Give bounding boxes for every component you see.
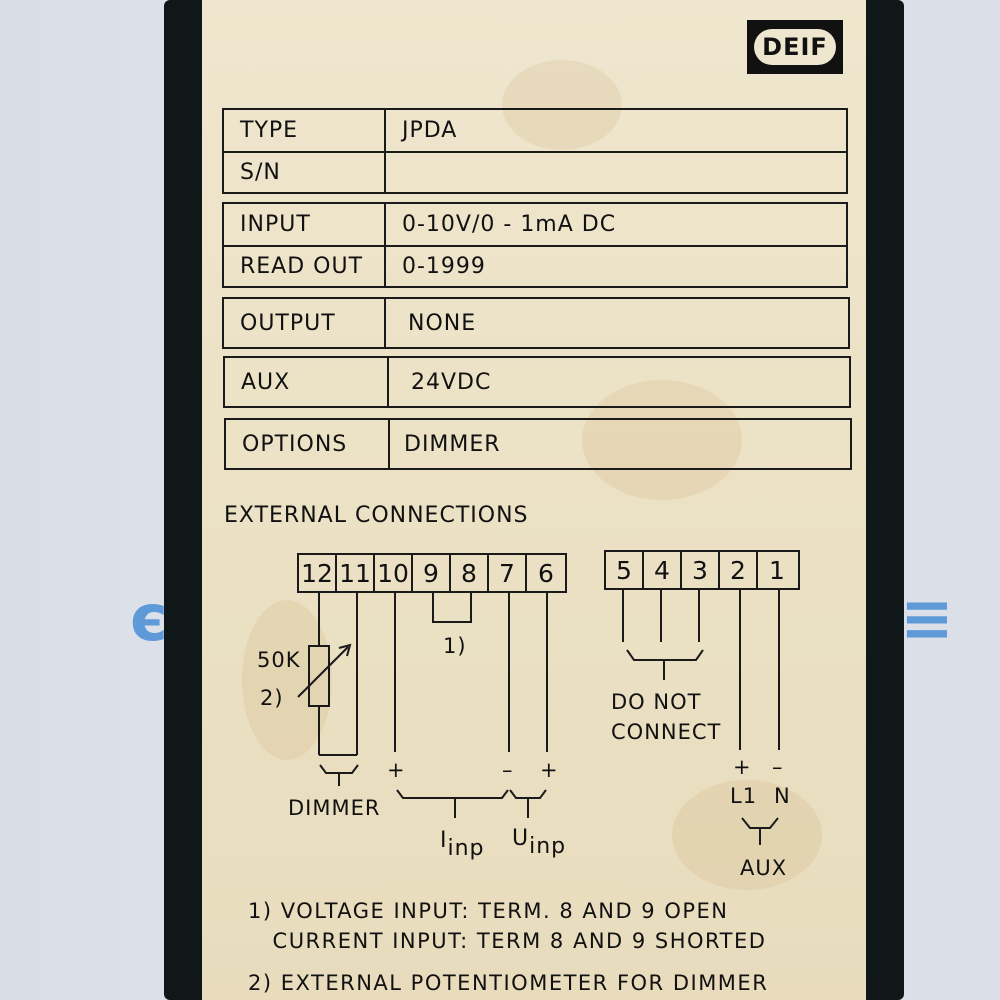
- voltage-input-label: Uinp: [512, 826, 566, 859]
- pot-value-label: 50K: [257, 648, 301, 672]
- background-mark-left: є: [130, 582, 168, 656]
- terminal-10: 10: [375, 555, 413, 591]
- aux-label: AUX: [241, 369, 291, 395]
- iinp-main: I: [440, 828, 448, 853]
- plus-terminal-2: +: [733, 755, 752, 779]
- logo-text: DEIF: [754, 29, 836, 65]
- wiring-diagram: [297, 590, 780, 845]
- background-mark-right: ≡: [900, 582, 954, 656]
- spec-box-aux: AUX 24VDC: [223, 356, 851, 408]
- aux-value: 24VDC: [411, 369, 492, 395]
- terminal-4: 4: [644, 552, 682, 588]
- current-input-label: Iinp: [440, 828, 485, 861]
- footnotes: 1) VOLTAGE INPUT: TERM. 8 AND 9 OPEN CUR…: [248, 896, 768, 998]
- note-ref-1: 1): [443, 634, 467, 658]
- potentiometer-arrow: [297, 646, 349, 698]
- spec-box-type: TYPE JPDA S/N: [222, 108, 848, 194]
- minus-terminal-7: –: [502, 758, 514, 782]
- readout-value: 0-1999: [402, 254, 486, 279]
- terminal-8: 8: [451, 555, 489, 591]
- plus-terminal-10: +: [387, 758, 406, 782]
- output-value: NONE: [408, 310, 477, 336]
- external-connections-heading: EXTERNAL CONNECTIONS: [224, 503, 529, 528]
- spec-box-options: OPTIONS DIMMER: [224, 418, 852, 470]
- terminal-block-left: 12 11 10 9 8 7 6: [297, 553, 567, 593]
- terminal-9: 9: [413, 555, 451, 591]
- n-label: N: [774, 784, 791, 808]
- terminal-11: 11: [337, 555, 375, 591]
- type-value: JPDA: [402, 118, 458, 143]
- terminal-3: 3: [682, 552, 720, 588]
- spec-box-output: OUTPUT NONE: [222, 297, 850, 349]
- minus-terminal-1: –: [772, 755, 784, 779]
- note-2: 2) EXTERNAL POTENTIOMETER FOR DIMMER: [248, 971, 769, 995]
- input-label: INPUT: [240, 212, 311, 237]
- terminal-5: 5: [606, 552, 644, 588]
- options-value: DIMMER: [404, 431, 501, 457]
- note-ref-2: 2): [260, 686, 284, 710]
- uinp-main: U: [512, 826, 530, 851]
- note-1-voltage: 1) VOLTAGE INPUT: TERM. 8 AND 9 OPEN: [248, 899, 729, 923]
- spec-box-input: INPUT 0-10V/0 - 1mA DC READ OUT 0-1999: [222, 202, 848, 288]
- connect-label: CONNECT: [611, 720, 722, 744]
- terminal-6: 6: [538, 558, 554, 588]
- terminal-1: 1: [769, 555, 785, 585]
- options-label: OPTIONS: [242, 431, 348, 457]
- note-1-current: CURRENT INPUT: TERM 8 AND 9 SHORTED: [248, 929, 767, 953]
- deif-logo: DEIF: [747, 20, 843, 74]
- input-value: 0-10V/0 - 1mA DC: [402, 212, 617, 237]
- iinp-sub: inp: [447, 836, 485, 861]
- do-not-label: DO NOT: [611, 690, 702, 714]
- dimmer-label: DIMMER: [288, 796, 381, 820]
- terminal-block-right: 5 4 3 2 1: [604, 550, 800, 590]
- plus-terminal-6: +: [540, 758, 559, 782]
- l1-label: L1: [730, 784, 758, 808]
- uinp-sub: inp: [529, 834, 567, 859]
- specification-label: DEIF TYPE JPDA S/N INPUT 0-10V/0 - 1mA D…: [202, 0, 866, 1000]
- terminal-7: 7: [489, 555, 527, 591]
- type-label: TYPE: [240, 118, 299, 143]
- terminal-12: 12: [299, 555, 337, 591]
- terminal-2: 2: [720, 552, 758, 588]
- output-label: OUTPUT: [240, 310, 336, 336]
- readout-label: READ OUT: [240, 254, 364, 279]
- aux-supply-label: AUX: [740, 856, 788, 880]
- serial-label: S/N: [240, 160, 281, 185]
